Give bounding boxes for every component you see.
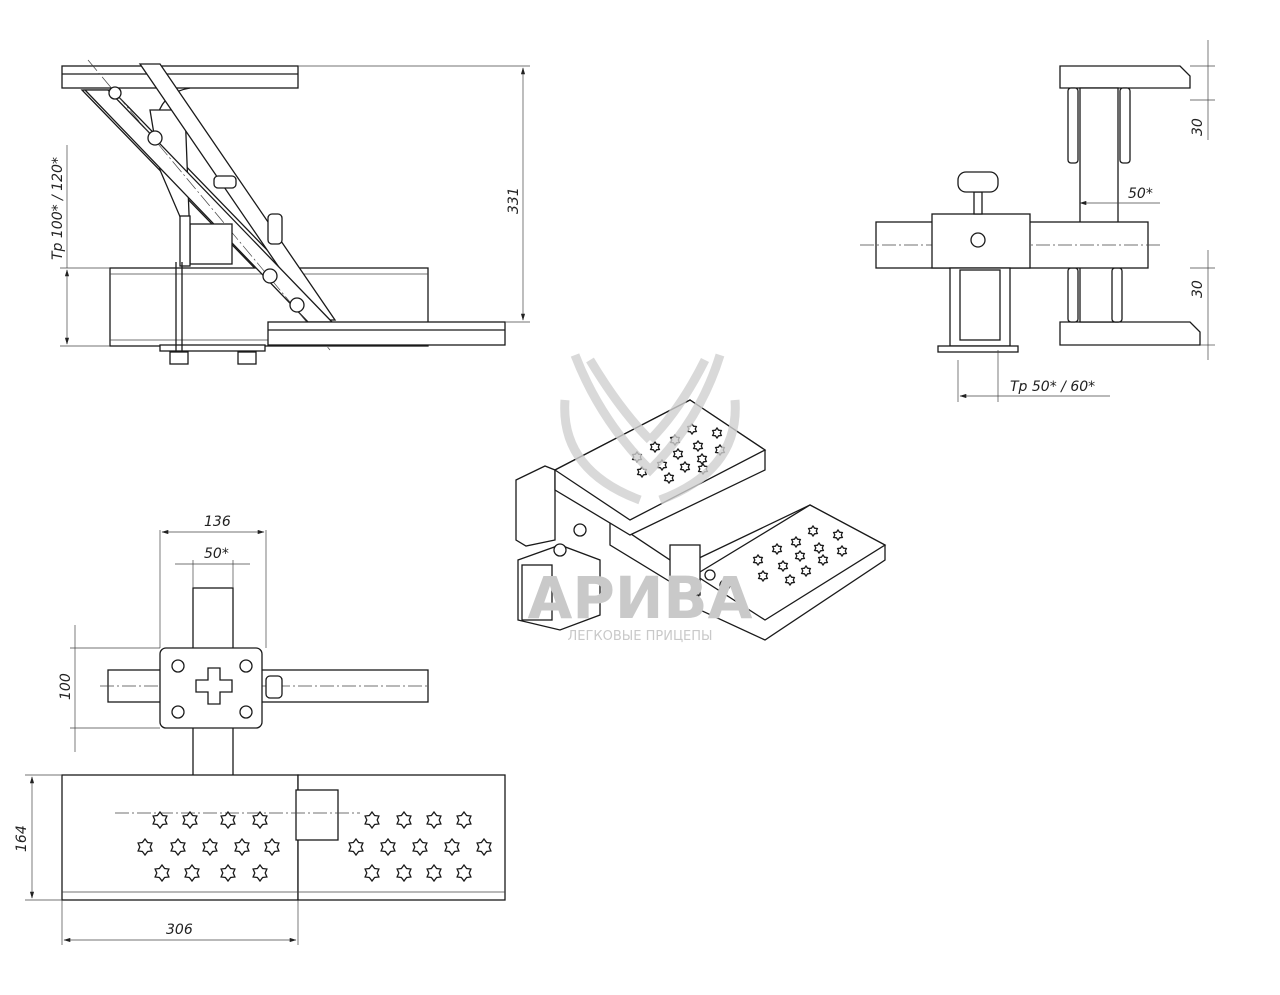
dim-step-164: 164 (14, 825, 30, 852)
perforation-star (182, 810, 198, 830)
perforation-star (170, 837, 186, 857)
perforation-star (184, 863, 200, 883)
perforation-star (220, 863, 236, 883)
perforation-star (220, 810, 236, 830)
perforation-star (154, 863, 170, 883)
front-view: 30 30 50* Тр 50* / 60* (860, 40, 1215, 402)
dim-height-331: 331 (506, 187, 522, 214)
watermark-logo: АРИВА ЛЕГКОВЫЕ ПРИЦЕПЫ (527, 353, 753, 644)
dim-gap-50: 50* (1128, 186, 1153, 202)
dim-step-306: 306 (166, 922, 193, 938)
dim-top-30: 30 (1190, 118, 1206, 136)
dim-tube-50: 50* (204, 546, 229, 562)
perforation-star (364, 810, 380, 830)
perforation-star (444, 837, 460, 857)
perforation-star (426, 863, 442, 883)
perforation-star (234, 837, 250, 857)
perforation-star (202, 837, 218, 857)
perforation-star (777, 559, 789, 573)
perforation-star (813, 541, 825, 555)
perforation-star (649, 440, 661, 454)
perforation-star (152, 810, 168, 830)
perforation-star (663, 471, 675, 485)
perforation-star (412, 837, 428, 857)
perforation-star (476, 837, 492, 857)
perforation-star (426, 810, 442, 830)
perforation-star (252, 863, 268, 883)
perforation-star (836, 544, 848, 558)
dim-bottom-30: 30 (1190, 280, 1206, 298)
perforation-star (456, 863, 472, 883)
perforation-star (264, 837, 280, 857)
perforation-star (757, 569, 769, 583)
perforation-star (711, 426, 723, 440)
perforation-star (396, 863, 412, 883)
perforation-star (252, 810, 268, 830)
perforation-star (679, 460, 691, 474)
perforation-star (396, 810, 412, 830)
perforation-star (771, 542, 783, 556)
perforation-star (800, 564, 812, 578)
watermark-brand: АРИВА (527, 564, 752, 632)
perforation-star (832, 528, 844, 542)
perforation-star (794, 549, 806, 563)
perforation-star (456, 810, 472, 830)
perforation-star (137, 837, 153, 857)
perforation-star (807, 524, 819, 538)
perforation-star (364, 863, 380, 883)
perforation-star (692, 439, 704, 453)
watermark-tagline: ЛЕГКОВЫЕ ПРИЦЕПЫ (567, 629, 712, 644)
perforation-star (817, 553, 829, 567)
dim-tube-side: Тр 100* / 120* (50, 157, 66, 260)
side-view: 331 Тр 100* / 120* (50, 59, 530, 365)
perforation-star (380, 837, 396, 857)
dim-width-136: 136 (204, 514, 231, 530)
dim-plate-100: 100 (58, 673, 74, 700)
perforation-star (672, 447, 684, 461)
perforation-star (752, 553, 764, 567)
dim-tube-front: Тр 50* / 60* (1010, 379, 1095, 395)
plan-view: 136 50* 100 164 306 (14, 514, 506, 945)
perforation-star (784, 573, 796, 587)
perforation-star (790, 535, 802, 549)
perforation-star (696, 452, 708, 466)
perforation-star (348, 837, 364, 857)
